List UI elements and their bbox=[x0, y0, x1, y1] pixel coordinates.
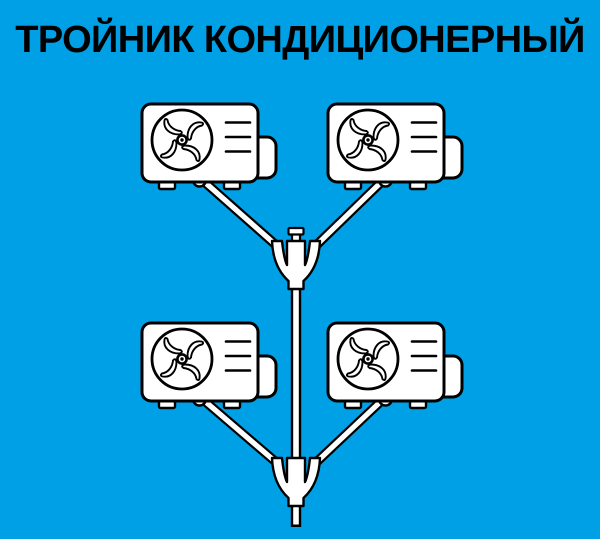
ac-unit-top-left bbox=[140, 102, 278, 191]
tee-splitter-upper bbox=[270, 239, 322, 291]
pipe-top-right-to-upper-tee bbox=[310, 173, 391, 251]
ac-unit-top-right bbox=[326, 102, 464, 191]
pipes bbox=[195, 173, 391, 527]
ac-unit-bottom-left bbox=[140, 321, 278, 410]
pipe-bottom-left-to-lower-tee bbox=[195, 392, 282, 468]
page-title: ТРОЙНИК КОНДИЦИОНЕРНЫЙ bbox=[15, 19, 585, 61]
tee-splitter-lower bbox=[270, 456, 322, 508]
ac-unit-bottom-right bbox=[326, 321, 464, 410]
pipe-bottom-right-to-lower-tee bbox=[310, 392, 391, 468]
pipe-top-left-to-upper-tee bbox=[195, 173, 282, 251]
